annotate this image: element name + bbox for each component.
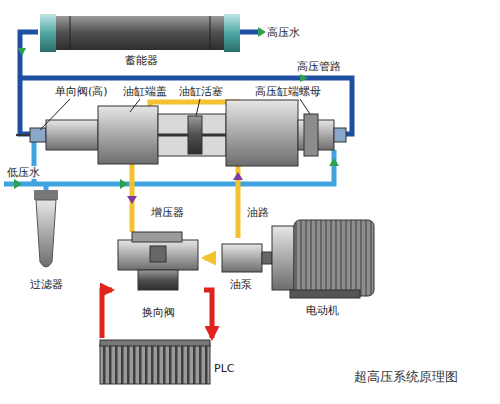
- oil-line: [204, 256, 216, 261]
- part-label: 油缸端盖: [122, 85, 168, 98]
- drawing-line: [202, 134, 226, 137]
- oil-arrow: [233, 172, 243, 180]
- drawing-rect: [188, 116, 202, 154]
- part-label: 增压器: [150, 206, 185, 219]
- part-label: 高压水: [266, 26, 301, 39]
- leader-line: [40, 99, 310, 130]
- drawing-line: [16, 134, 30, 136]
- pump: [222, 244, 272, 272]
- caption: 超高压系统原理图: [354, 369, 458, 385]
- motor-node: 电动机: [264, 212, 380, 318]
- component-label: 油泵: [216, 278, 266, 291]
- component-label: PLC: [214, 362, 234, 375]
- filter-node: 过滤器: [20, 186, 72, 292]
- drawing-rect: [334, 128, 346, 142]
- drawing-path: [300, 99, 310, 114]
- plc-node: PLC: [96, 338, 246, 390]
- part-label: 低压水: [6, 166, 41, 179]
- drawing-rect: [34, 190, 58, 200]
- drawing-line: [210, 16, 211, 50]
- drawing-rect: [46, 120, 98, 150]
- part-label: 油缸活塞: [178, 85, 224, 98]
- flow-arrow: [329, 158, 339, 166]
- signal-line: [204, 290, 212, 338]
- drawing-rect: [304, 114, 318, 156]
- flow-arrow: [258, 27, 266, 37]
- drawing-rect: [272, 226, 294, 290]
- drawing-rect: [150, 246, 166, 262]
- flow-arrow: [300, 74, 308, 82]
- drawing-path: [196, 99, 200, 116]
- plc: [100, 340, 210, 384]
- drawing-rect: [226, 100, 298, 166]
- drawing-rect: [132, 232, 182, 242]
- drawing-rect: [118, 240, 198, 270]
- drawing-rect: [98, 106, 158, 164]
- drawing-path: [150, 102, 238, 110]
- filter: [34, 190, 58, 267]
- drawing-rect: [222, 244, 262, 272]
- directional-valve: [118, 232, 198, 290]
- accumulator: [40, 14, 240, 52]
- drawing-rect: [40, 14, 56, 52]
- drawing-rect: [138, 270, 178, 290]
- signal-line: [102, 290, 112, 338]
- drawing-rect: [100, 340, 210, 346]
- drawing-rect: [224, 14, 240, 52]
- component-label: 过滤器: [20, 278, 72, 291]
- drawing-path: [240, 30, 258, 35]
- drawing-rect: [100, 344, 210, 384]
- drawing-rect: [158, 114, 226, 156]
- part-label: 单向阀(高): [54, 85, 109, 98]
- component-label: 蓄能器: [34, 54, 248, 67]
- drawing-path: [40, 99, 70, 130]
- pump-node: 油泵: [216, 238, 266, 292]
- drawing-line: [70, 16, 71, 50]
- flow-arrow: [120, 179, 128, 189]
- drawing-rect: [52, 16, 228, 50]
- drawing-rect: [290, 290, 360, 298]
- drawing-rect: [30, 128, 46, 142]
- drawing-rect: [262, 252, 272, 264]
- drawing-line: [158, 134, 188, 137]
- component-label: 电动机: [264, 304, 380, 317]
- flow-arrow: [14, 179, 22, 189]
- component-label: 换向阀: [112, 306, 204, 319]
- part-label: 高压缸端螺母: [254, 85, 322, 98]
- drawing-rect: [294, 220, 374, 296]
- drawing-path: [130, 99, 140, 112]
- drawing-path: [36, 200, 56, 267]
- oil-arrow: [127, 196, 137, 204]
- part-label: 高压管路: [296, 60, 342, 73]
- valve-node: 换向阀: [112, 232, 204, 320]
- drawing-path: [20, 32, 38, 134]
- part-label: 油路: [246, 206, 270, 219]
- motor: [272, 220, 374, 298]
- intensifier: [16, 100, 346, 166]
- accumulator-node: 蓄能器: [34, 10, 248, 70]
- flow-arrow: [18, 48, 26, 56]
